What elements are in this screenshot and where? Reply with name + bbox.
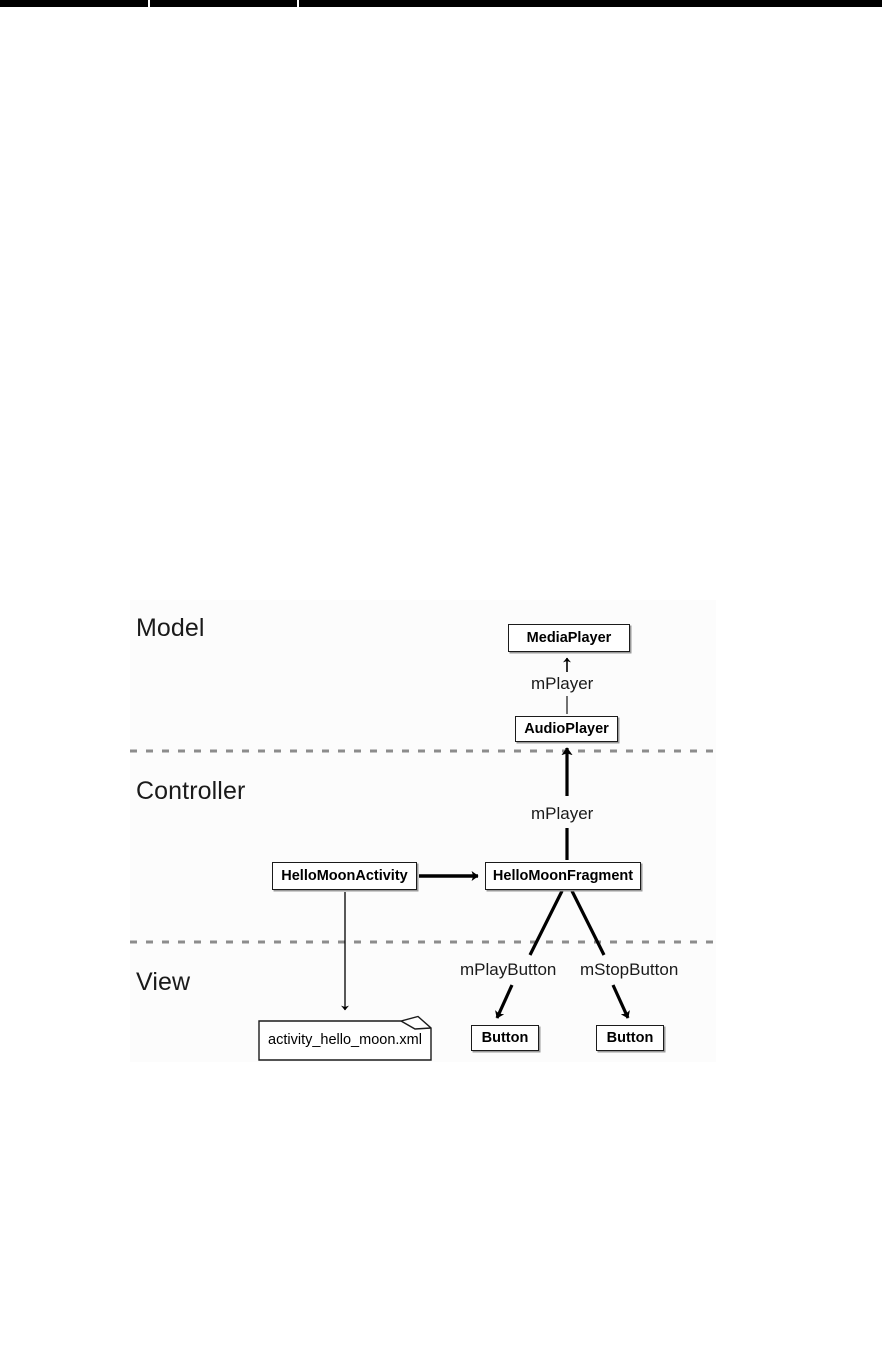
document-shape-icon <box>258 1015 432 1061</box>
edge-fragment-to-play-button-upper <box>528 890 564 956</box>
node-layout-xml-label: activity_hello_moon.xml <box>268 1032 422 1048</box>
node-layout-xml-document: activity_hello_moon.xml <box>258 1015 432 1061</box>
layer-label-controller: Controller <box>136 777 246 805</box>
layer-label-model: Model <box>136 614 205 642</box>
diagram-connectors <box>130 657 716 1019</box>
node-hellomoonactivity: HelloMoonActivity <box>272 862 417 890</box>
page-edge-gap <box>297 0 299 7</box>
edge-label-mplaybutton: mPlayButton <box>460 960 557 979</box>
node-stop-button: Button <box>596 1025 664 1051</box>
edge-label-mplayer-model: mPlayer <box>531 674 594 693</box>
node-hellomoonfragment: HelloMoonFragment <box>485 862 641 890</box>
edge-fragment-to-stop-button-lower <box>611 984 630 1019</box>
page-edge-gap <box>148 0 150 7</box>
edge-label-mplayer-controller: mPlayer <box>531 804 594 823</box>
page-edge-band <box>0 0 882 7</box>
edge-fragment-to-stop-button-upper <box>570 890 606 956</box>
mvc-architecture-diagram: Model Controller View MediaPlayer AudioP… <box>130 600 716 1062</box>
node-play-button: Button <box>471 1025 539 1051</box>
edge-label-mstopbutton: mStopButton <box>580 960 679 979</box>
layer-label-view: View <box>136 968 191 996</box>
node-audioplayer: AudioPlayer <box>515 716 618 742</box>
node-mediaplayer: MediaPlayer <box>508 624 630 652</box>
edge-fragment-to-play-button-lower <box>495 984 514 1019</box>
